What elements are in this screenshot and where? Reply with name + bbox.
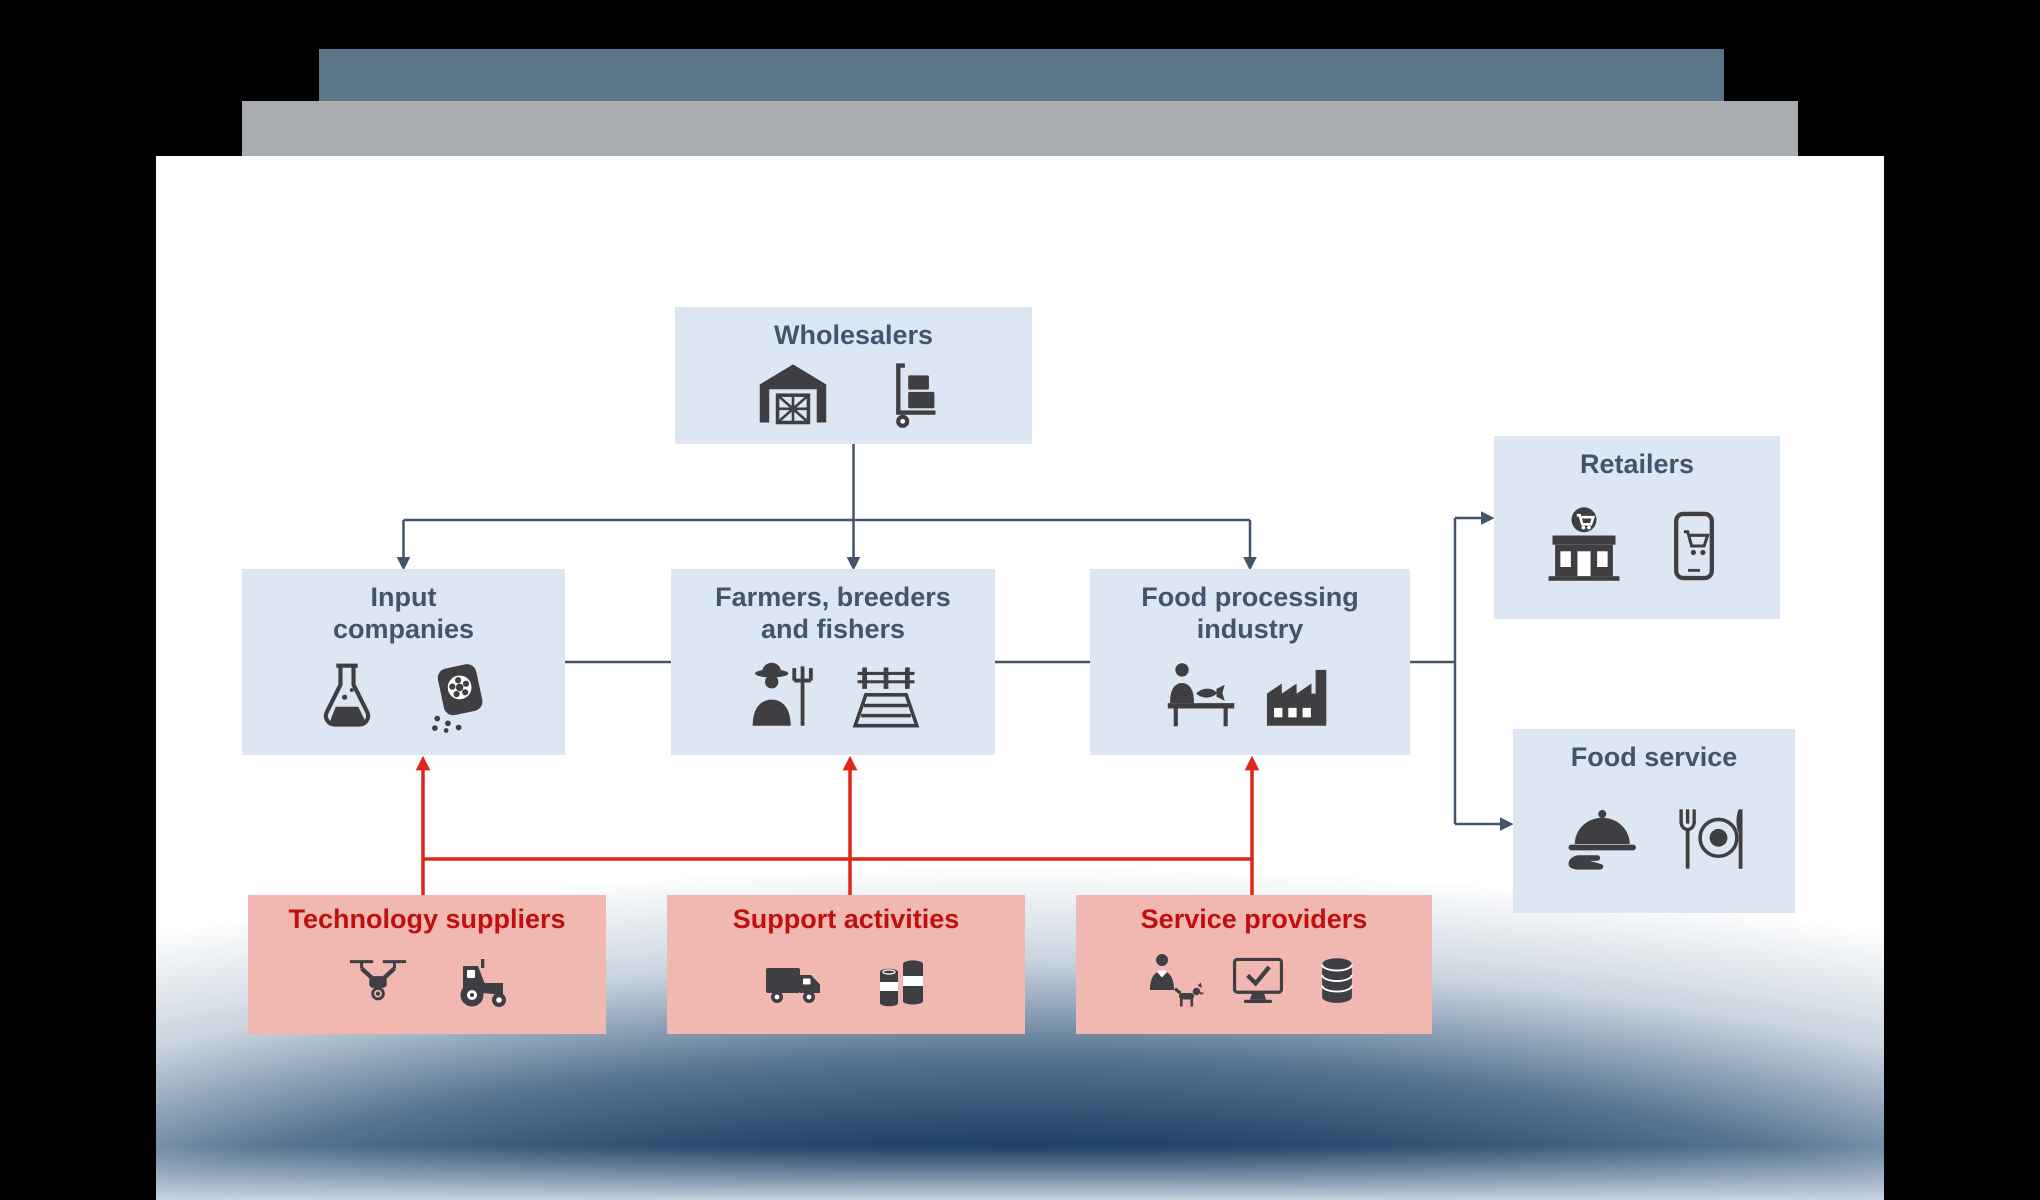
tractor-icon: [451, 949, 515, 1013]
icon-row: [1542, 480, 1732, 619]
drone-icon: [339, 950, 417, 1012]
node-retailers: Retailers: [1494, 436, 1780, 619]
node-food-processing: Food processing industry: [1090, 569, 1410, 755]
serving-cloche-icon: [1561, 799, 1641, 879]
node-title: Retailers: [1579, 449, 1695, 479]
icon-row: [742, 646, 924, 755]
node-farmers: Farmers, breeders and fishers: [671, 569, 995, 755]
node-title: Farmers, breeders and fishers: [715, 582, 951, 645]
background-window-bar-gray: [242, 101, 1798, 156]
node-support-activities: Support activities: [667, 895, 1025, 1034]
icon-row: [1561, 773, 1747, 913]
storefront-icon: [1542, 504, 1626, 588]
node-food-service: Food service: [1513, 729, 1795, 913]
node-technology-suppliers: Technology suppliers: [248, 895, 606, 1034]
icon-row: [755, 351, 953, 444]
node-title: Wholesalers: [773, 320, 934, 350]
node-title: Technology suppliers: [288, 904, 566, 934]
seed-bag-icon: [423, 658, 499, 734]
node-title: Input companies: [332, 582, 475, 645]
red-connectors: [415, 755, 1260, 896]
node-service-providers: Service providers: [1076, 895, 1432, 1034]
icon-row: [339, 935, 515, 1034]
mobile-shopping-icon: [1656, 508, 1732, 584]
canned-goods-icon: [870, 949, 934, 1013]
node-input-companies: Input companies: [242, 569, 565, 755]
node-title: Service providers: [1140, 904, 1368, 934]
farmer-icon: [742, 658, 818, 734]
hand-truck-icon: [883, 359, 953, 429]
fish-processing-icon: [1163, 658, 1239, 734]
chemical-flask-icon: [309, 658, 385, 734]
node-title: Food processing industry: [1141, 582, 1359, 645]
icon-row: [1163, 646, 1337, 755]
delivery-truck-icon: [758, 949, 830, 1013]
cutlery-plate-icon: [1671, 801, 1747, 877]
node-wholesalers: Wholesalers: [675, 307, 1032, 444]
icon-row: [758, 935, 934, 1034]
node-title: Food service: [1570, 742, 1738, 772]
monitor-check-icon: [1225, 951, 1291, 1011]
background-window-bar-slate: [319, 49, 1724, 101]
factory-icon: [1261, 658, 1337, 734]
icon-row: [1143, 935, 1365, 1034]
icon-row: [309, 646, 499, 755]
slide-canvas: Wholesalers Input companies Farmers, bre…: [156, 156, 1884, 1200]
node-title: Support activities: [732, 904, 960, 934]
warehouse-icon: [755, 356, 831, 432]
veterinarian-icon: [1143, 949, 1207, 1013]
crop-field-icon: [848, 658, 924, 734]
database-icon: [1309, 952, 1365, 1010]
